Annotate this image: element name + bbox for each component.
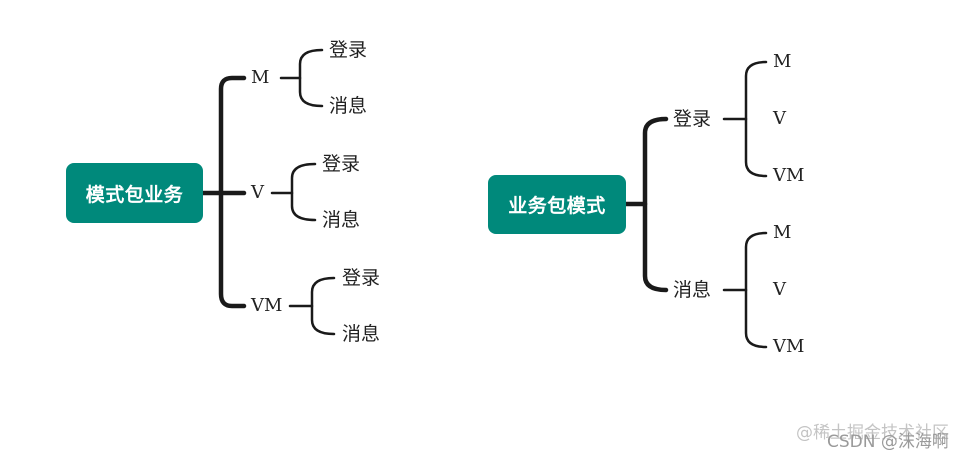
right-login-child-m: M (773, 51, 792, 72)
right-message-child-m: M (773, 222, 792, 243)
right-message-child-v: V (773, 279, 786, 300)
left-m-child-message: 消息 (329, 95, 368, 117)
right-branch-login: 登录 (673, 108, 712, 130)
left-branch-v: V (251, 182, 264, 203)
watermark-csdn: CSDN @沫海啊 (827, 432, 949, 452)
right-login-bracket (744, 60, 768, 178)
left-branch-vm: VM (251, 295, 283, 316)
left-root-node: 模式包业务 (66, 163, 203, 223)
left-vm-child-message: 消息 (342, 323, 381, 345)
left-vm-bracket (310, 276, 336, 336)
right-login-child-vm: VM (773, 165, 805, 186)
left-v-child-login: 登录 (322, 153, 361, 175)
left-m-bracket (298, 48, 324, 108)
right-message-child-vm: VM (773, 336, 805, 357)
right-main-bracket (642, 116, 669, 293)
left-vm-child-login: 登录 (342, 267, 381, 289)
right-branch-message: 消息 (673, 279, 712, 301)
watermark-juejin: @稀土掘金技术社区 (796, 423, 949, 443)
left-branch-m: M (251, 67, 270, 88)
left-v-child-message: 消息 (322, 209, 361, 231)
left-m-child-login: 登录 (329, 39, 368, 61)
right-login-child-v: V (773, 108, 786, 129)
right-root-node: 业务包模式 (488, 175, 626, 234)
right-message-bracket (744, 231, 768, 349)
left-v-bracket (290, 162, 317, 222)
